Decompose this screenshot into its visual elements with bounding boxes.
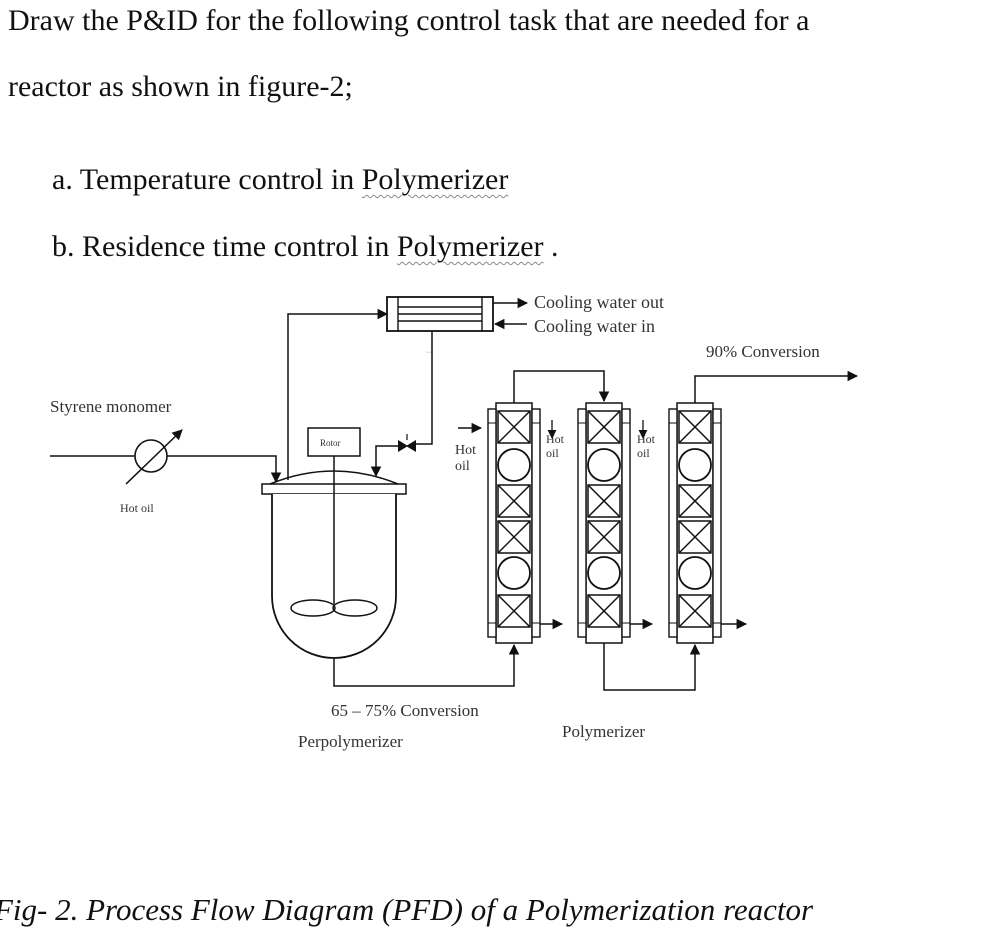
conversion-65-75-label: 65 – 75% Conversion (331, 701, 479, 720)
polymerizer-column-2 (577, 402, 631, 644)
return-valve (398, 434, 416, 452)
styrene-monomer-label: Styrene monomer (50, 397, 172, 416)
return-to-reactor-line (370, 445, 398, 478)
prepolymerizer-label: Perpolymerizer (298, 732, 403, 751)
heat-exchanger (386, 296, 494, 332)
polymerizer-column-1 (487, 402, 541, 644)
conversion-90-label: 90% Conversion (706, 342, 820, 361)
column-2-to-3-line (603, 643, 701, 691)
task-a-word: Polymerizer (361, 163, 509, 196)
hot-oil-1-label-b: oil (455, 459, 470, 474)
condensate-return-line (416, 331, 433, 445)
task-b-word: Polymerizer (396, 230, 544, 263)
task-b: b. Residence time control in Polymerizer… (52, 230, 559, 264)
cooling-water-in-label: Cooling water in (534, 316, 655, 336)
tiny-tag: ··· (426, 350, 432, 356)
feed-to-reactor-line (167, 455, 282, 484)
hot-oil-3-label-a: Hot (637, 432, 656, 446)
column-1-to-2-line (513, 370, 610, 403)
hot-oil-feed-label: Hot oil (120, 501, 154, 515)
feed-heater-symbol (134, 439, 168, 473)
task-a-prefix: a. Temperature control in (52, 163, 362, 196)
question-intro-line1: Draw the P&ID for the following control … (8, 4, 809, 38)
cooling-water-out-label: Cooling water out (534, 292, 664, 312)
task-b-suffix: . (543, 230, 559, 263)
hot-oil-2-label-b: oil (546, 446, 559, 460)
hot-oil-1-label-a: Hot (455, 443, 476, 458)
hot-oil-3-label-b: oil (637, 446, 650, 460)
question-intro-text: Draw the P&ID for the following control … (8, 4, 810, 37)
vapor-line (287, 308, 389, 480)
polymerizer-column-3 (668, 402, 722, 644)
prepolymerizer-vessel (261, 427, 407, 659)
product-line (694, 370, 859, 403)
prepolymer-transfer-line (333, 643, 520, 687)
question-intro-line2: reactor as shown in figure-2; (8, 70, 353, 104)
rotor-label: Rotor (320, 438, 341, 448)
question-intro-text-2: reactor as shown in figure-2; (8, 70, 353, 103)
task-b-prefix: b. Residence time control in (52, 230, 397, 263)
figure-caption: Fig- 2. Process Flow Diagram (PFD) of a … (0, 892, 814, 927)
hot-oil-2-label-a: Hot (546, 432, 565, 446)
feed-heater-diagonal (125, 429, 183, 485)
polymerizer-label: Polymerizer (562, 722, 645, 741)
task-a: a. Temperature control in Polymerizer (52, 163, 508, 197)
